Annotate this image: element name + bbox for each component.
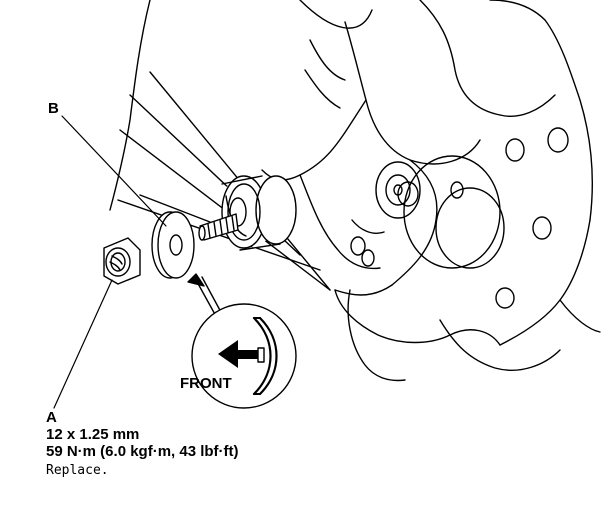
flange-nut-a <box>103 237 141 285</box>
washer-b <box>151 211 195 279</box>
arrow-left-icon <box>236 350 258 359</box>
callout-b-label: B <box>48 100 59 117</box>
replace-note: Replace. <box>46 463 109 478</box>
thread-size-spec: 12 x 1.25 mm <box>46 426 140 443</box>
torque-spec: 59 N·m (6.0 kgf·m, 43 lbf·ft) <box>46 443 239 460</box>
front-indicator <box>191 303 297 409</box>
callout-a-label: A <box>46 409 57 426</box>
leader-lines <box>53 115 167 409</box>
knuckle-housing <box>261 0 601 382</box>
front-direction-label: FRONT <box>180 375 232 392</box>
control-arm <box>109 0 331 291</box>
housing-bosses <box>350 127 569 309</box>
threaded-stud <box>198 213 239 241</box>
bushing <box>221 175 297 251</box>
leader-a <box>53 279 113 409</box>
washer-to-circle-arrow <box>187 273 223 319</box>
leader-b <box>61 115 167 227</box>
